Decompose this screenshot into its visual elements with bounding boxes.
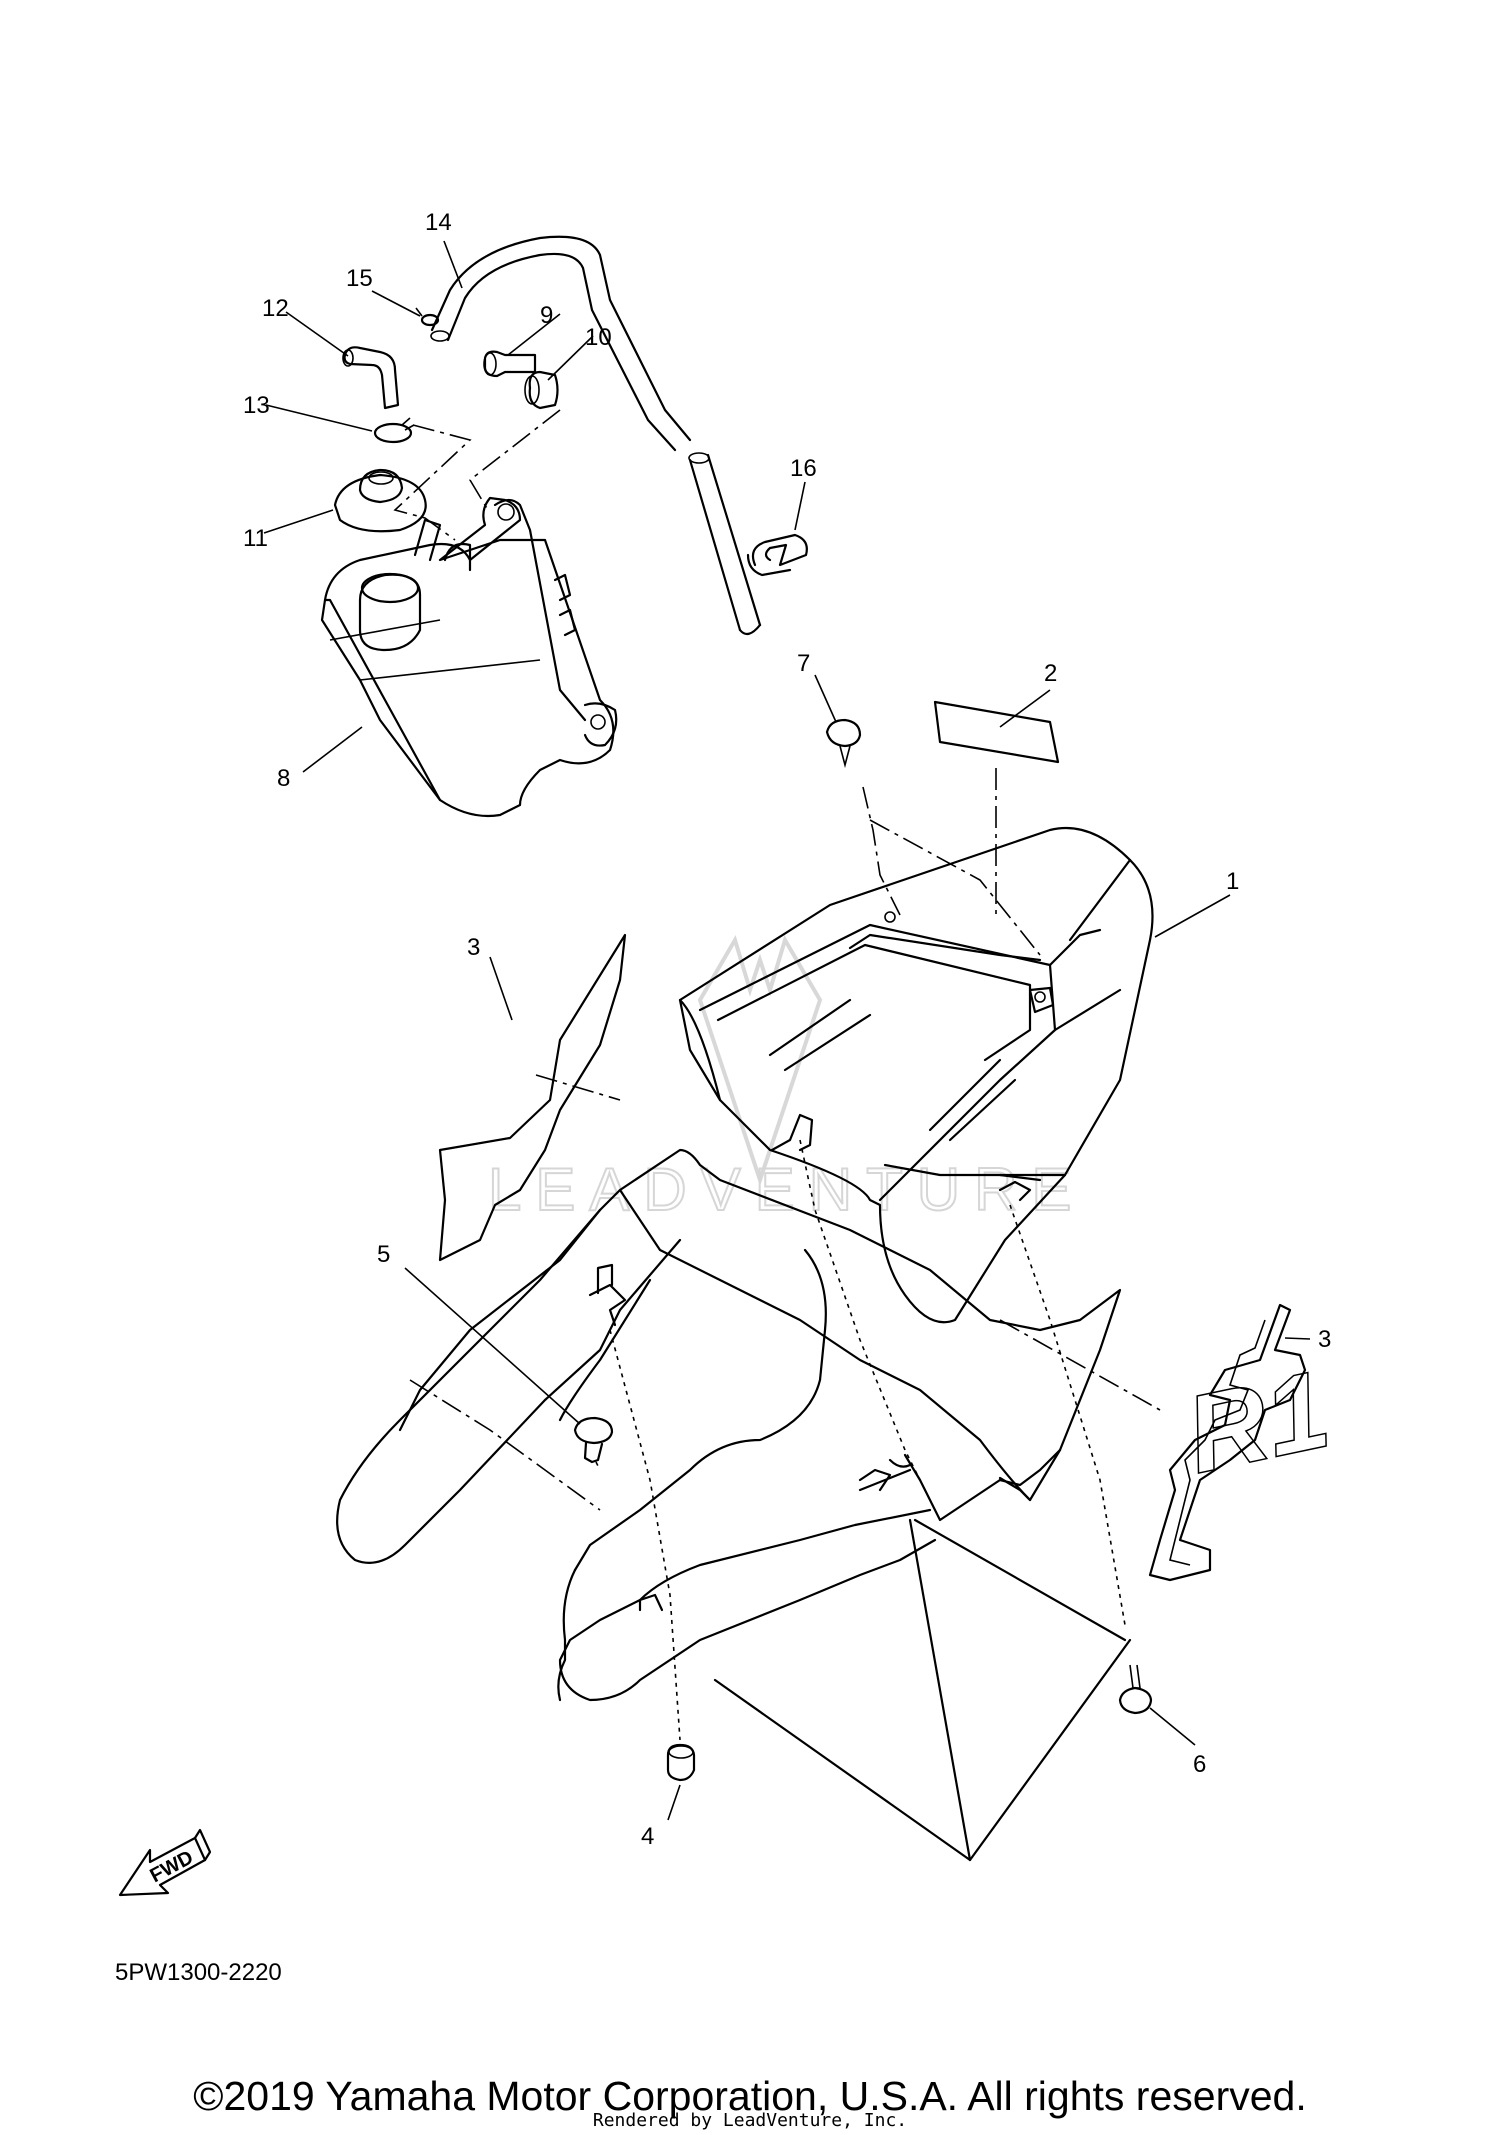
assembly-lines — [393, 409, 1161, 1741]
watermark-logo — [697, 935, 823, 1187]
part-15-clamp — [415, 307, 440, 327]
callout-8: 8 — [277, 765, 290, 792]
callout-13: 13 — [243, 392, 270, 419]
callout-4: 4 — [641, 1823, 654, 1850]
fwd-label: FWD — [146, 1846, 197, 1887]
part-10-grommet — [524, 370, 559, 410]
callout-2: 2 — [1044, 660, 1057, 687]
callout-14: 14 — [425, 209, 452, 236]
part-11-cap — [333, 468, 427, 533]
callout-11: 11 — [243, 525, 268, 552]
callout-16: 16 — [790, 455, 817, 482]
part-1-rear-cowling — [336, 826, 1154, 1862]
part-6-screw — [1118, 1664, 1153, 1715]
part-13-clip — [373, 417, 415, 444]
callout-1: 1 — [1226, 868, 1239, 895]
watermark-text: LEADVENTURE — [488, 1156, 1085, 1223]
callout-3-left: 3 — [467, 934, 480, 961]
callout-7: 7 — [797, 650, 810, 677]
part-9-bolt — [483, 350, 537, 378]
callout-12: 12 — [262, 295, 289, 322]
watermark: LEADVENTURE — [487, 935, 1085, 1224]
part-4-grommet — [666, 1743, 696, 1782]
callout-5: 5 — [377, 1241, 390, 1268]
callout-10: 10 — [585, 324, 612, 351]
part-16-clip — [746, 533, 808, 577]
part-8-reservoir-tank — [320, 496, 618, 818]
callout-numbers: 1 2 3 3 4 5 6 7 8 9 10 11 12 13 14 15 16 — [243, 209, 1331, 1850]
part-2-label — [933, 700, 1060, 764]
part-3-decal-right-r1: R1 — [1148, 1303, 1340, 1582]
rendered-by-notice: Rendered by LeadVenture, Inc. — [592, 2110, 908, 2131]
callout-3-right: 3 — [1318, 1326, 1331, 1353]
callout-6: 6 — [1193, 1751, 1206, 1778]
part-5-push-rivet — [573, 1416, 614, 1464]
copyright-notice: ©2019 Yamaha Motor Corporation, U.S.A. A… — [193, 2073, 1307, 2119]
callout-9: 9 — [540, 302, 553, 329]
fwd-arrow: FWD — [118, 1828, 212, 1897]
part-12-elbow-hose — [342, 346, 400, 410]
diagram-code: 5PW1300-2220 — [115, 1959, 282, 1986]
part-7-screw — [825, 718, 862, 769]
decal-text: R1 — [1176, 1347, 1339, 1497]
callout-15: 15 — [346, 265, 373, 292]
part-14-hose — [430, 235, 762, 636]
leader-lines — [263, 240, 1311, 1821]
